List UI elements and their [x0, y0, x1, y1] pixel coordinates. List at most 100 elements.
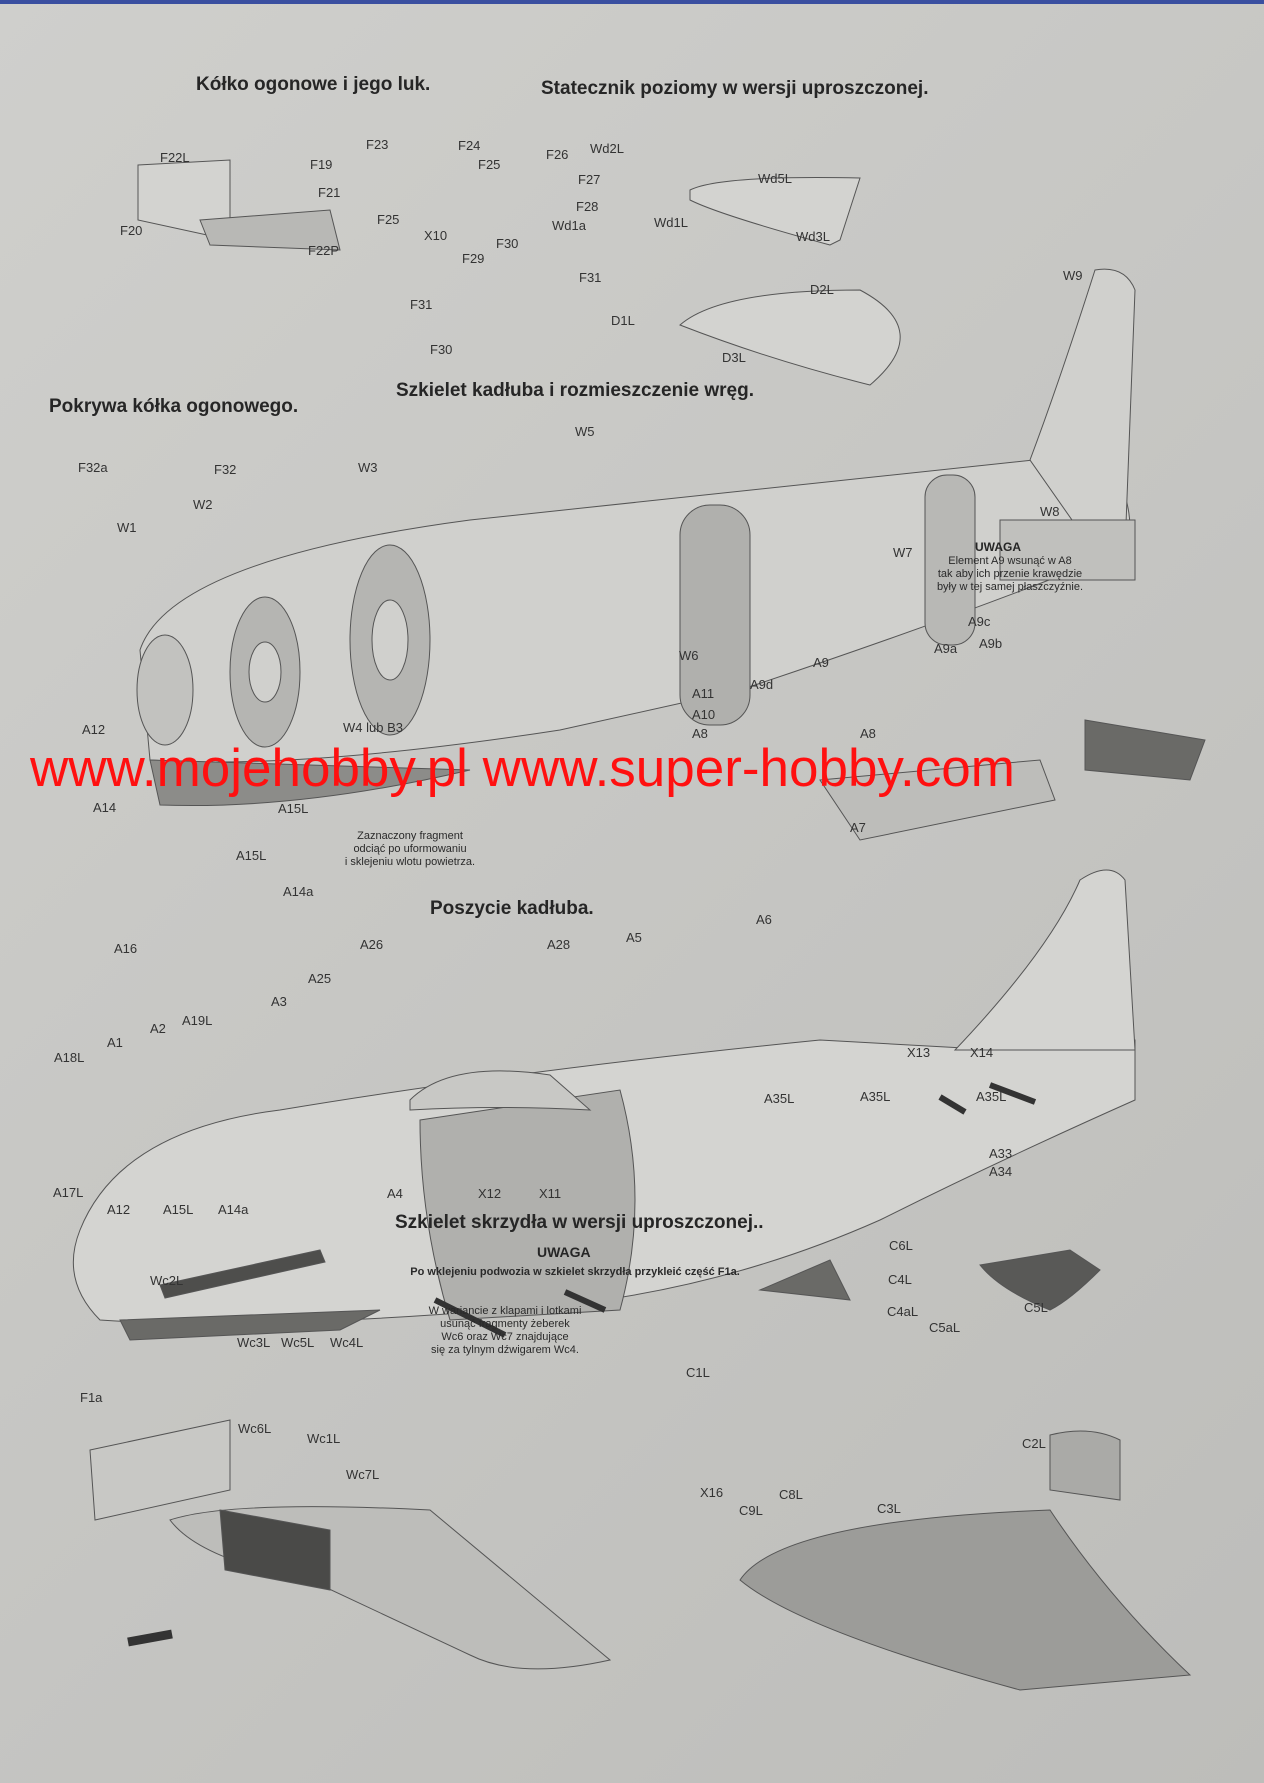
part-label: A16 [114, 941, 138, 956]
part-label: D2L [810, 282, 834, 297]
part-label: C5L [1024, 1300, 1048, 1315]
part-label: F21 [318, 185, 341, 200]
part-label: W2 [193, 497, 213, 512]
title-fuselage-frame: Szkielet kadłuba i rozmieszczenie wręg. [396, 380, 754, 401]
part-label: A14a [283, 884, 314, 899]
part-label: A15L [236, 848, 267, 863]
part-label: X14 [970, 1045, 994, 1060]
tail-fin-skin [953, 869, 1136, 1051]
part-wc2l [89, 1419, 231, 1521]
part-label: A15L [278, 801, 309, 816]
part-label: F25 [478, 157, 501, 172]
part-label: A17L [53, 1185, 84, 1200]
part-label: Wd5L [758, 171, 792, 186]
part-label: F19 [310, 157, 333, 172]
part-label: C1L [686, 1365, 710, 1380]
part-label: A35L [860, 1089, 891, 1104]
title-tail-wheel-cover: Pokrywa kółka ogonowego. [49, 396, 299, 417]
part-a14a-exhaust [159, 1249, 326, 1299]
part-label: A6 [756, 912, 772, 927]
frame-w7 [924, 474, 976, 646]
part-label: A9c [968, 614, 991, 629]
part-label: C8L [779, 1487, 803, 1502]
part-label: F23 [366, 137, 389, 152]
watermark: www.mojehobby.pl www.super-hobby.com [30, 739, 1015, 798]
part-label: X10 [424, 228, 448, 243]
part-c4l [1049, 1430, 1121, 1501]
part-label: C6L [889, 1238, 913, 1253]
part-label: F29 [462, 251, 485, 266]
part-label: A26 [360, 937, 384, 952]
uwaga-wing-title: UWAGA [537, 1244, 591, 1260]
part-label: A9a [934, 641, 958, 656]
part-label: A14 [93, 800, 117, 815]
part-wc6l [219, 1509, 331, 1591]
part-label: A35L [764, 1091, 795, 1106]
part-label: Wc3L [237, 1335, 271, 1350]
part-label: A35L [976, 1089, 1007, 1104]
uwaga-wing-text: Po wklejeniu podwozia w szkielet skrzydł… [410, 1266, 740, 1278]
part-label: W3 [358, 460, 378, 475]
rod-x14 [988, 1082, 1037, 1105]
part-label: F28 [576, 199, 599, 214]
tail-fin-frame [1029, 268, 1136, 561]
part-label: Wc1L [307, 1431, 341, 1446]
part-label: A15L [163, 1202, 194, 1217]
part-a9 [819, 759, 1056, 841]
part-label: A3 [271, 994, 287, 1009]
part-label: A12 [107, 1202, 131, 1217]
part-label: A34 [989, 1164, 1013, 1179]
flaps-note: W wariancie z klapami i lotkami usunąć f… [428, 1305, 582, 1356]
part-label: A18L [54, 1050, 85, 1065]
uwaga-right-text: Element A9 wsunąć w A8 tak aby ich przen… [936, 555, 1084, 593]
part-label: A5 [626, 930, 642, 945]
part-label: C4aL [887, 1304, 919, 1319]
part-label: F30 [430, 342, 453, 357]
part-label: A7 [850, 820, 866, 835]
part-label: C3L [877, 1501, 901, 1516]
title-wing-frame: Szkielet skrzydła w wersji uproszczonej.… [395, 1212, 764, 1233]
part-label: X11 [539, 1186, 562, 1201]
part-a12-frame [149, 759, 471, 807]
part-d1l [679, 289, 901, 386]
part-label: W6 [679, 648, 699, 663]
part-label: A4 [387, 1186, 403, 1201]
part-a26-canopy [409, 1070, 592, 1111]
frame-w5 [679, 504, 751, 726]
part-label: C9L [739, 1503, 763, 1518]
part-label: F31 [410, 297, 433, 312]
part-label: A8 [692, 726, 708, 741]
part-label: W7 [893, 545, 913, 560]
title-fuselage-skin: Poszycie kadłuba. [430, 898, 594, 919]
intake-note: Zaznaczony fragment odciąć po uformowani… [344, 830, 476, 868]
part-label: F31 [579, 270, 602, 285]
uwaga-right-title: UWAGA [975, 540, 1021, 554]
part-label: A10 [692, 707, 716, 722]
part-label: A9d [750, 677, 774, 692]
part-label: F32 [214, 462, 237, 477]
part-label: F24 [458, 138, 481, 153]
part-label: A33 [989, 1146, 1013, 1161]
part-label: F22P [308, 243, 340, 258]
wing-skin [739, 1509, 1192, 1691]
part-label: W8 [1040, 504, 1060, 519]
part-label: A11 [692, 686, 715, 701]
rod-x13 [938, 1094, 967, 1115]
part-label: A2 [150, 1021, 166, 1036]
title-stabilizer: Statecznik poziomy w wersji uproszczonej… [541, 78, 929, 99]
part-label: C2L [1022, 1436, 1046, 1451]
part-label: F20 [120, 223, 143, 238]
rod-f1a [127, 1629, 173, 1647]
part-label: Wd1a [552, 218, 586, 233]
part-label: D1L [611, 313, 635, 328]
part-label: X13 [907, 1045, 931, 1060]
part-label: A25 [308, 971, 332, 986]
part-label: A19L [182, 1013, 213, 1028]
part-label: F32a [78, 460, 108, 475]
scan-edge [0, 0, 1264, 4]
part-label: C5aL [929, 1320, 961, 1335]
part-label: A14a [218, 1202, 249, 1217]
part-label: Wc4L [330, 1335, 364, 1350]
part-label: D3L [722, 350, 746, 365]
